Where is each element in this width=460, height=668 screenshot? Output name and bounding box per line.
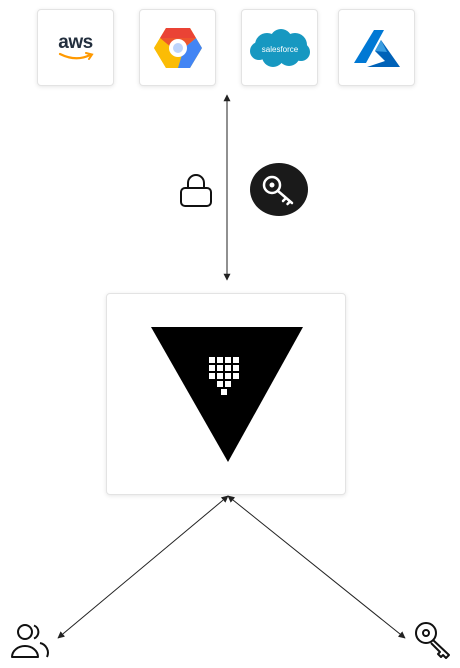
users-vault-connector [57,495,229,639]
aws-logo: aws [58,33,94,62]
azure-card [338,9,415,86]
key-badge-icon [250,163,308,216]
lock-icon [180,174,212,207]
aws-card: aws [37,9,114,86]
google-cloud-card [139,9,216,86]
key-icon [415,622,450,659]
azure-logo [353,29,400,67]
google-cloud-logo [153,27,202,68]
key-icon [262,175,294,206]
aws-wordmark: aws [58,32,93,53]
vault-triangle-logo [151,327,303,462]
key-vault-connector [227,495,406,639]
aws-smile-icon [58,52,94,60]
salesforce-card: salesforce [241,9,318,86]
users-icon [11,624,49,658]
salesforce-wordmark: salesforce [261,45,298,54]
salesforce-cloud-logo: salesforce [249,28,310,67]
vault-card [106,293,346,495]
